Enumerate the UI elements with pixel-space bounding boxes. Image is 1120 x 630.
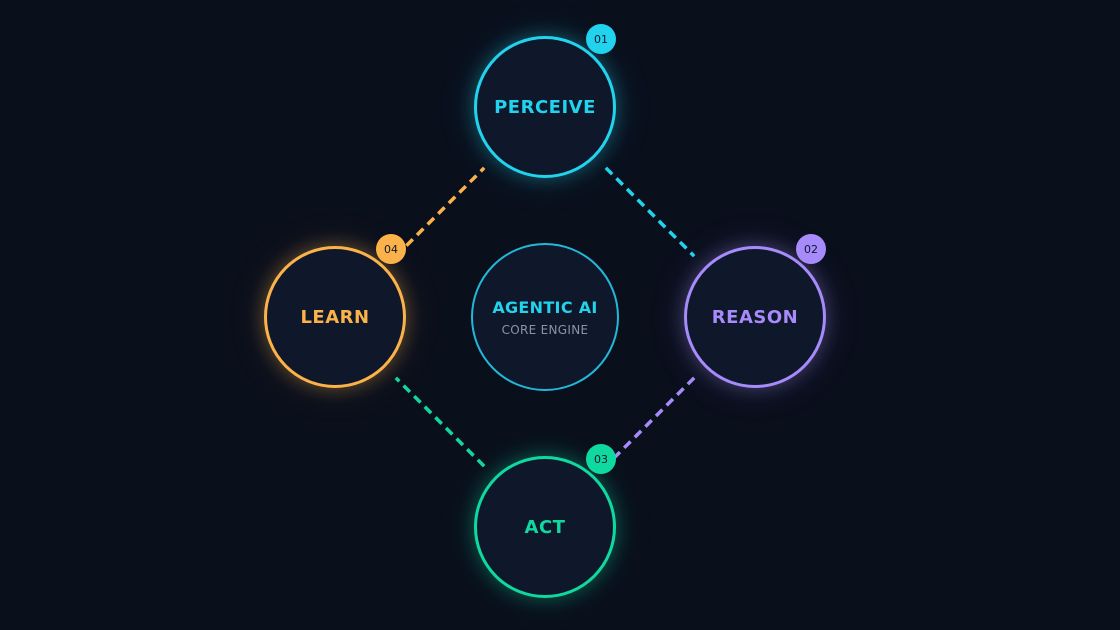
node-act: ACT 03 — [474, 444, 616, 598]
hub-title: AGENTIC AI — [492, 297, 598, 317]
node-learn: LEARN 04 — [264, 234, 406, 388]
node-reason: REASON 02 — [684, 234, 826, 388]
step-badge: 01 — [586, 24, 616, 54]
node-label: LEARN — [300, 306, 370, 328]
connector-reason-act — [604, 376, 696, 468]
core-engine-hub: AGENTIC AI CORE ENGINE — [471, 243, 619, 391]
connector-perceive-reason — [604, 166, 696, 258]
step-badge: 02 — [796, 234, 826, 264]
hub-subtitle: CORE ENGINE — [501, 322, 589, 337]
step-badge: 03 — [586, 444, 616, 474]
node-label: REASON — [711, 306, 799, 328]
node-label: ACT — [524, 516, 566, 538]
node-perceive: PERCEIVE 01 — [474, 24, 616, 178]
step-badge: 04 — [376, 234, 406, 264]
node-label: PERCEIVE — [494, 96, 596, 118]
connector-act-learn — [394, 376, 486, 468]
connector-learn-perceive — [394, 166, 486, 258]
